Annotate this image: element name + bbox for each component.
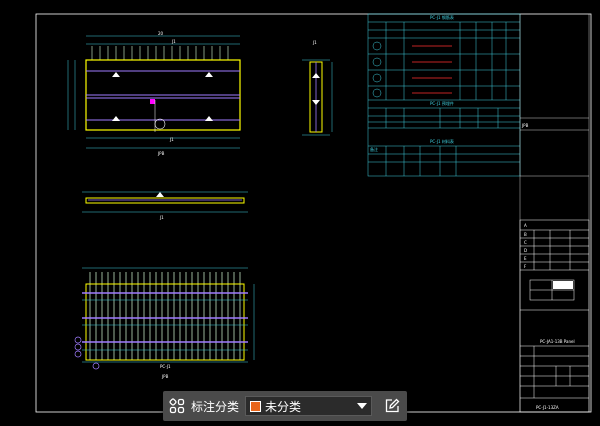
svg-text:D: D	[524, 248, 527, 253]
table-1-header: PC-J1 钢筋表	[430, 14, 454, 20]
panel-top-view: 20 J1	[67, 31, 241, 156]
right-side-block	[519, 14, 589, 412]
edit-icon[interactable]	[378, 391, 406, 421]
svg-text:J1: J1	[312, 40, 317, 45]
chevron-down-icon	[357, 403, 368, 409]
category-color-swatch	[250, 400, 262, 412]
svg-text:A: A	[524, 223, 527, 228]
svg-text:PC-J1: PC-J1	[160, 364, 171, 369]
category-dropdown[interactable]: 未分类	[245, 396, 373, 416]
title-block	[519, 219, 590, 413]
schedule-tables	[367, 13, 521, 177]
annotation-toolbar: 标注分类 未分类	[163, 391, 407, 421]
svg-text:B: B	[524, 232, 527, 237]
side-note: JPB	[521, 123, 529, 128]
table-3-header: PC-J1 材料表	[430, 138, 454, 144]
toolbar-label: 标注分类	[191, 399, 240, 414]
category-selected-value: 未分类	[265, 399, 302, 414]
panel-section-view: J1	[82, 191, 248, 220]
table-2-header: PC-J1 预埋件	[430, 100, 454, 106]
svg-text:JPB: JPB	[161, 374, 169, 379]
svg-text:J1: J1	[159, 215, 164, 220]
svg-text:E: E	[524, 256, 527, 261]
svg-text:F: F	[524, 264, 527, 269]
dim-top: 20	[158, 31, 164, 36]
title-block-highlight	[553, 281, 573, 289]
dim-bottom: JPB	[157, 151, 165, 156]
rebar-plan-view: PC-J1 JPB	[74, 267, 255, 379]
svg-text:J1: J1	[169, 137, 174, 142]
dim-label-top: J1	[171, 39, 176, 44]
svg-text:C: C	[524, 240, 527, 245]
project-name: PC-JA1-13B Panel	[540, 339, 575, 344]
note-label: 备注	[370, 146, 378, 152]
drawing-frame	[35, 13, 592, 413]
grid-apps-icon[interactable]	[163, 391, 191, 421]
panel-side-view: J1	[302, 40, 333, 136]
drawing-number: PC-J1-13ZA	[536, 405, 559, 410]
